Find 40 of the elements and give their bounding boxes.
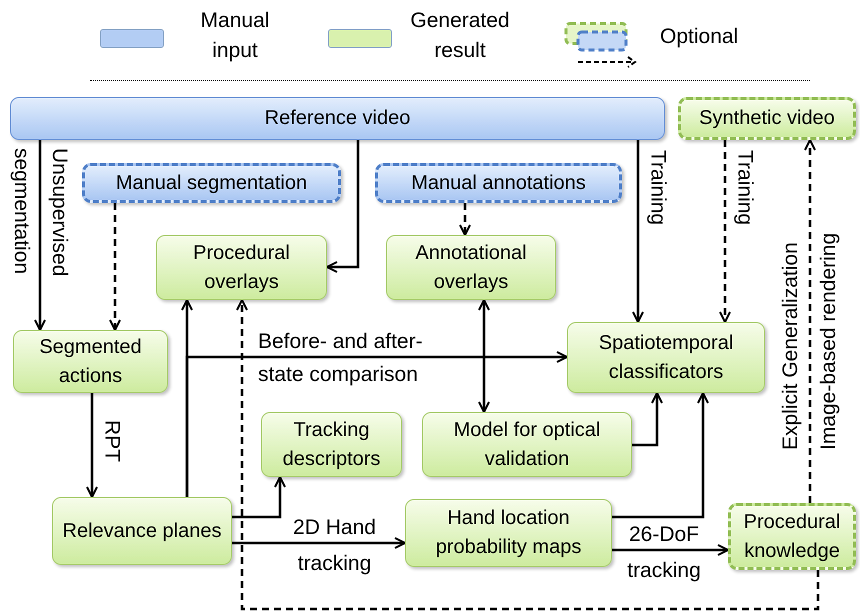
result-box: Model for optical validation — [422, 412, 632, 477]
dashed-arrow — [459, 203, 471, 236]
dashed-arrow — [109, 203, 121, 331]
result-box: Procedural overlays — [156, 235, 327, 300]
result-box: Annotational overlays — [386, 235, 556, 300]
arrow — [632, 392, 663, 446]
result-box: Tracking descriptors — [261, 412, 402, 477]
result-box: Hand location probability maps — [405, 499, 612, 567]
arrow — [612, 544, 729, 556]
arrow — [632, 140, 644, 323]
dashed-arrow — [236, 299, 820, 610]
arrow — [86, 393, 98, 498]
arrow — [326, 140, 360, 273]
arrow — [612, 392, 709, 518]
legend-label: Optional — [660, 24, 740, 50]
arrow — [232, 537, 406, 549]
result-box: Synthetic video — [678, 97, 856, 140]
edge-label: RPT — [100, 420, 124, 464]
legend-label: Generated result — [409, 8, 511, 64]
edge-label: 2D Hand tracking — [292, 515, 377, 577]
edge-label: Explicit Generalization Image-based rendering — [778, 232, 841, 450]
edge-label: Unsupervised segmentation — [9, 148, 72, 278]
arrow — [232, 476, 286, 518]
arrow — [34, 140, 46, 331]
edge-label: Before- and after-state comparison — [258, 329, 424, 388]
arrow — [478, 299, 490, 413]
input-box: Manual annotations — [375, 163, 622, 203]
edge-label: Training — [732, 150, 758, 228]
result-box: Spatiotemporal classificators — [567, 322, 765, 393]
input-box: Reference video — [10, 97, 665, 140]
dashed-arrow — [719, 140, 731, 323]
result-box: Procedural knowledge — [728, 503, 856, 570]
input-box: Manual segmentation — [82, 163, 341, 203]
legend-label: Manual input — [200, 8, 270, 64]
edge-label: Training — [646, 150, 670, 228]
dashed-arrow — [804, 139, 816, 503]
arrow — [186, 351, 568, 497]
result-box: Relevance planes — [52, 497, 232, 565]
edge-label: 26-DoF tracking — [626, 522, 702, 584]
result-box: Segmented actions — [13, 330, 168, 393]
